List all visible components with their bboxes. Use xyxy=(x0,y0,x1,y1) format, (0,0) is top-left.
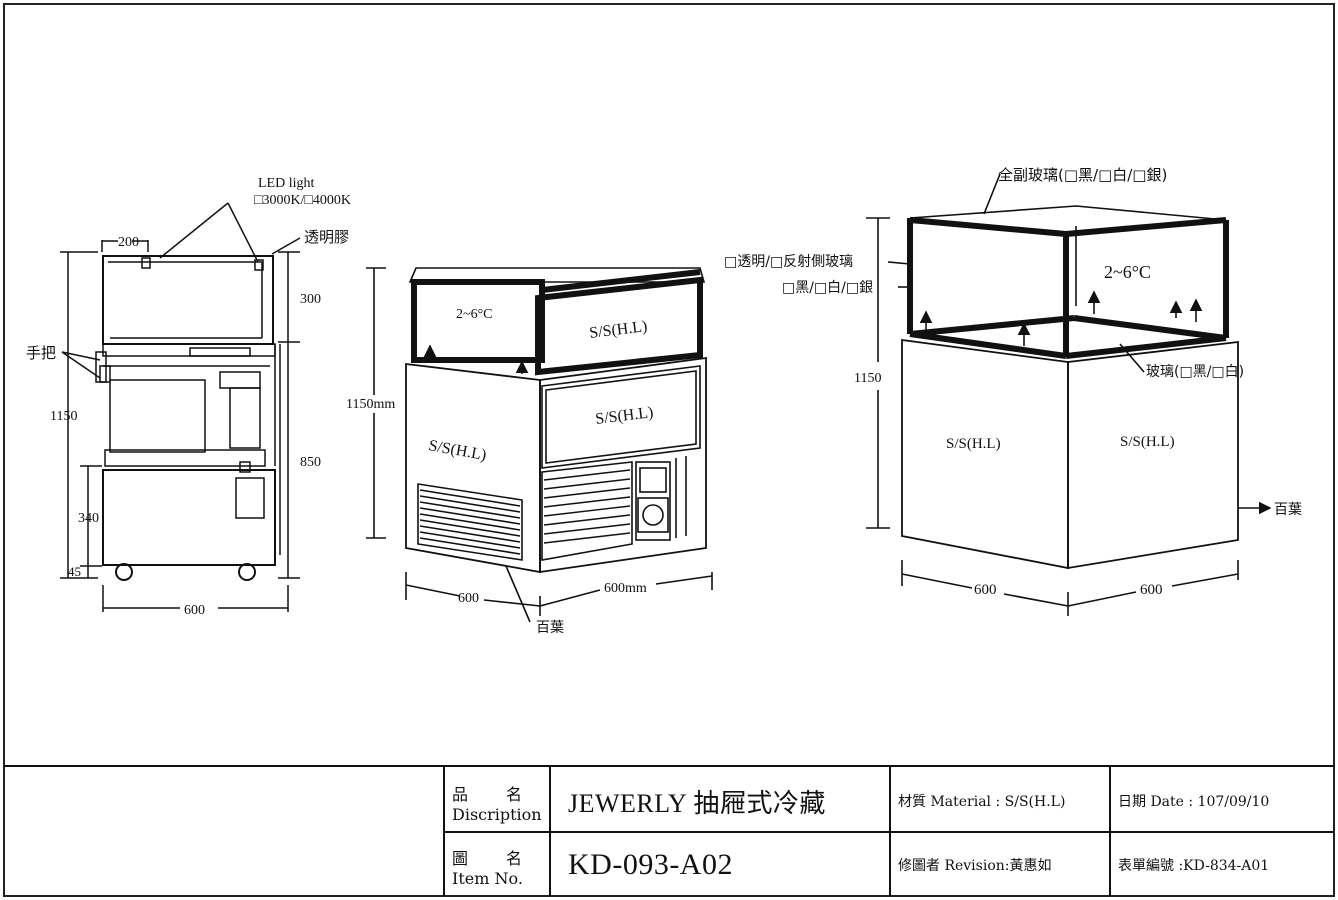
louver-slat xyxy=(419,489,521,507)
ss-side-label: S/S(H.L) xyxy=(427,437,487,464)
sheet-border xyxy=(3,3,1335,897)
item-value: KD-093-A02 xyxy=(568,848,733,881)
louver-slat xyxy=(543,487,631,499)
dim-850: 850 xyxy=(300,455,321,470)
louver-slat xyxy=(419,537,521,555)
desc-label-cn: 品 名 xyxy=(452,784,525,804)
front-dim-right: 600mm xyxy=(604,581,647,596)
dim-45: 45 xyxy=(68,564,81,579)
side-glass-label: □透明/□反射側玻璃 xyxy=(724,253,853,270)
title-block-frame xyxy=(4,765,1334,896)
dim-1150mm: 1150mm xyxy=(346,397,395,412)
handle-label: 手把 xyxy=(26,344,56,362)
form-no-cell: 表單編號 :KD-834-A01 xyxy=(1118,858,1270,874)
material-cell: 材質 Material : S/S(H.L) xyxy=(898,794,1066,810)
ss-top-label: S/S(H.L) xyxy=(588,318,648,342)
dim-340: 340 xyxy=(78,511,99,526)
louver-slat xyxy=(419,531,521,549)
louver-slat xyxy=(419,495,521,513)
iso-ss-right: S/S(H.L) xyxy=(1120,434,1175,450)
louver-slat xyxy=(419,507,521,525)
front-view xyxy=(366,267,713,623)
desc-label-cell: 品 名 Discription xyxy=(452,774,548,830)
iso-dim-left: 600 xyxy=(974,582,997,598)
louver-slat xyxy=(543,496,631,508)
louver-slat xyxy=(419,519,521,537)
front-temp: 2~6°C xyxy=(456,307,493,322)
louver-slat xyxy=(419,513,521,531)
iso-dim-1150: 1150 xyxy=(854,371,881,386)
side-view xyxy=(60,202,301,612)
front-dim-left: 600 xyxy=(458,591,479,606)
bottom-glass-label: 玻璃(□黑/□白) xyxy=(1146,363,1244,380)
dim-300: 300 xyxy=(300,292,321,307)
frame-color-label: □黑/□白/□銀 xyxy=(782,280,873,296)
louver-slat xyxy=(543,478,631,490)
louver-slat xyxy=(543,514,631,526)
dim-1150-side: 1150 xyxy=(50,409,77,424)
ss-drawer-label: S/S(H.L) xyxy=(594,404,654,428)
louver-slat xyxy=(543,469,631,481)
louver-left xyxy=(419,489,521,555)
full-glass-label: 全副玻璃(□黑/□白/□銀) xyxy=(998,166,1167,184)
desc-label-en: Discription xyxy=(452,804,542,824)
item-label-cell: 圖 名 Item No. xyxy=(452,838,548,894)
iso-ss-left: S/S(H.L) xyxy=(946,436,1001,452)
item-label-cn: 圖 名 xyxy=(452,848,525,868)
desc-value: JEWERLY 抽屜式冷藏 xyxy=(568,788,826,818)
louver-slat xyxy=(543,532,631,544)
revision-cell: 修圖者 Revision:黃惠如 xyxy=(898,858,1052,874)
iso-temp: 2~6°C xyxy=(1104,262,1151,282)
glue-label: 透明膠 xyxy=(304,228,349,246)
front-view-labels: 1150mm 2~6°C S/S(H.L) S/S(H.L) S/S(H.L) … xyxy=(346,307,654,636)
led-label: LED light xyxy=(258,176,314,191)
dim-200: 200 xyxy=(118,235,139,250)
front-louver-label: 百葉 xyxy=(536,620,564,636)
louver-slat xyxy=(419,501,521,519)
side-view-labels: LED light □3000K/□4000K 透明膠 手把 200 300 1… xyxy=(26,176,351,618)
date-cell: 日期 Date : 107/09/10 xyxy=(1118,794,1270,810)
louver-slat xyxy=(543,505,631,517)
iso-dim-right: 600 xyxy=(1140,582,1163,598)
iso-view-labels: 全副玻璃(□黑/□白/□銀) □透明/□反射側玻璃 □黑/□白/□銀 2~6°C… xyxy=(724,166,1302,598)
louver-slat xyxy=(543,523,631,535)
item-label-en: Item No. xyxy=(452,868,523,888)
led-options: □3000K/□4000K xyxy=(254,193,351,208)
iso-view xyxy=(866,173,1272,616)
iso-louver-label: 百葉 xyxy=(1274,502,1302,518)
dim-600-side: 600 xyxy=(184,603,205,618)
louver-slat xyxy=(419,525,521,543)
louver-right xyxy=(543,469,631,544)
